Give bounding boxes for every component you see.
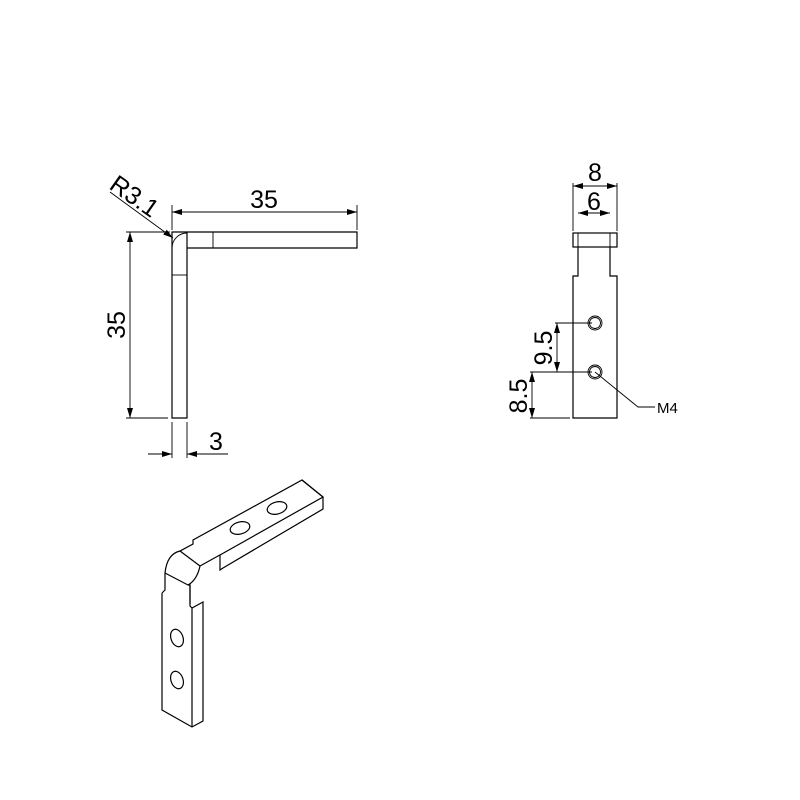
side-body [572,247,618,419]
hole-spacing-label: 9.5 [530,331,558,366]
top-block [572,232,618,248]
iso-top-edges [164,479,325,727]
thickness-label: 3 [209,428,223,456]
iso-hole-2 [266,501,288,515]
iso-hole-4 [169,670,185,690]
iso-outline [161,479,324,728]
iso-hole-3 [169,628,185,648]
side-view: 8 6 9.5 8.5 M4 [505,159,678,419]
thread-label: M4 [657,400,678,417]
radius-label: R3.1 [105,170,164,223]
vertical-arm [171,231,188,419]
isometric-view [161,479,325,728]
inner-width-label: 6 [587,188,601,216]
radius-arc [171,232,188,249]
thread-leader [594,371,655,408]
iso-hole-1 [229,521,251,535]
hole-offset-label: 8.5 [505,379,533,414]
height-label: 35 [103,311,131,339]
outer-width-label: 8 [588,159,602,187]
horizontal-arm [187,231,358,249]
front-view: R3.1 35 35 3 [103,170,358,458]
radius-leader [109,191,174,239]
width-label: 35 [250,186,278,214]
